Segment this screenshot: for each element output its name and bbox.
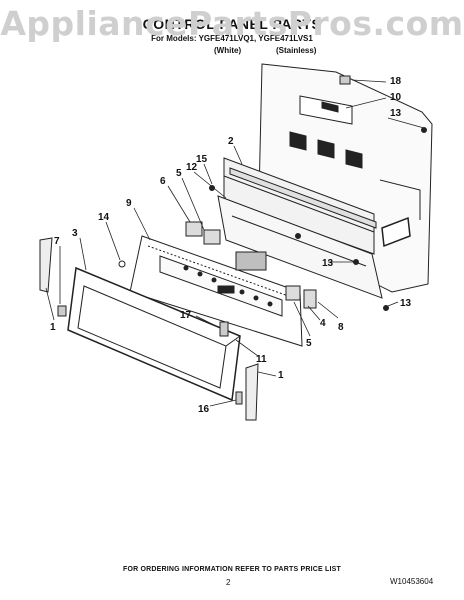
callout-18: 18	[390, 76, 402, 87]
leader-lines	[45, 79, 425, 407]
callout-3: 3	[72, 228, 78, 239]
clip-17	[219, 321, 229, 337]
control-board	[203, 229, 221, 245]
callout-11: 11	[256, 354, 267, 365]
models-line: For Models: YGFE471LVQ1, YGFE471LVS1	[151, 34, 313, 43]
callout-5: 5	[176, 168, 182, 179]
callout-4: 4	[320, 318, 326, 329]
control-panel	[129, 235, 303, 347]
variant-white: (White)	[214, 46, 242, 55]
variant-stainless: (Stainless)	[276, 46, 317, 55]
callout-12: 12	[186, 162, 198, 173]
callout-9: 9	[126, 198, 132, 209]
part-18	[339, 75, 351, 85]
end-cap-right	[245, 363, 259, 421]
clip-7	[57, 305, 67, 317]
screw-13c	[421, 127, 427, 133]
document-number: W10453604	[390, 577, 434, 586]
end-cap-left	[39, 237, 53, 293]
callout-1: 1	[50, 322, 56, 333]
callout-7: 7	[54, 236, 60, 247]
ordering-footer: FOR ORDERING INFORMATION REFER TO PARTS …	[122, 566, 342, 573]
diagram-title: CONTROL PANEL PARTS	[142, 16, 322, 32]
callout-13b: 13	[322, 258, 334, 269]
page-number: 2	[226, 578, 231, 587]
electronic-control	[185, 221, 203, 237]
callout-16: 16	[198, 404, 210, 415]
callout-10: 10	[390, 92, 402, 103]
screw-14	[118, 260, 126, 268]
watermark: AppliancePartsPros.com	[0, 4, 464, 43]
screw-15	[209, 185, 215, 191]
callout-8: 8	[338, 322, 344, 333]
wire-harness	[229, 167, 377, 229]
component-5	[285, 285, 301, 301]
component-4	[303, 289, 317, 309]
callout-labels: 18 10 13 2 15 12 5 6 9 14 3 7 1 13 13 8 …	[50, 76, 412, 415]
relay-board	[235, 251, 267, 271]
callout-13c: 13	[400, 298, 412, 309]
callout-2: 2	[228, 136, 234, 147]
callout-1b: 1	[278, 370, 284, 381]
callout-14: 14	[98, 212, 110, 223]
callout-17: 17	[180, 310, 192, 321]
clip-16	[235, 391, 243, 405]
screw-13b	[383, 305, 389, 311]
screw-13a	[353, 259, 359, 265]
callout-15: 15	[196, 154, 208, 165]
control-overlay	[67, 266, 241, 402]
callout-6: 6	[160, 176, 166, 187]
callout-13: 13	[390, 108, 402, 119]
callout-5b: 5	[306, 338, 312, 349]
